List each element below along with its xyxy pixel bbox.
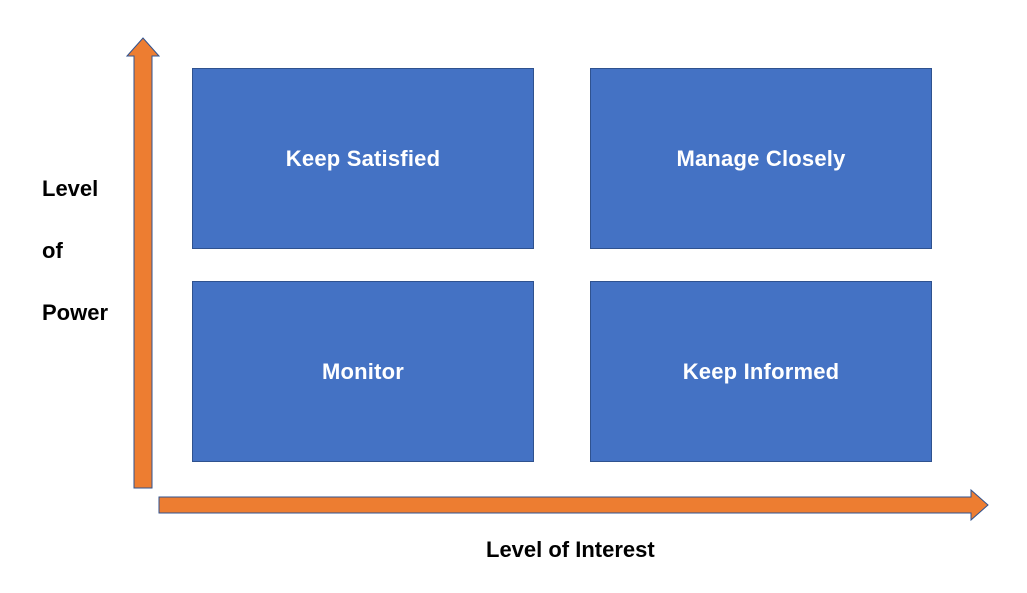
y-axis-label-line-3: Power bbox=[42, 300, 109, 325]
x-axis-label: Level of Interest bbox=[486, 537, 655, 562]
quadrant-label: Monitor bbox=[321, 358, 405, 384]
y-axis-label-line-2: of bbox=[42, 238, 63, 263]
quadrant-monitor: Monitor bbox=[192, 281, 534, 462]
quadrant-manage-closely: Manage Closely bbox=[590, 68, 932, 249]
quadrant-keep-satisfied: Keep Satisfied bbox=[192, 68, 534, 249]
y-axis-arrow bbox=[125, 37, 161, 489]
quadrant-label: Keep Informed bbox=[682, 358, 840, 384]
quadrant-label: Manage Closely bbox=[676, 145, 846, 171]
x-axis-arrow bbox=[158, 488, 989, 522]
quadrant-label: Keep Satisfied bbox=[285, 145, 441, 171]
y-axis-label-line-1: Level bbox=[42, 176, 99, 201]
quadrant-keep-informed: Keep Informed bbox=[590, 281, 932, 462]
